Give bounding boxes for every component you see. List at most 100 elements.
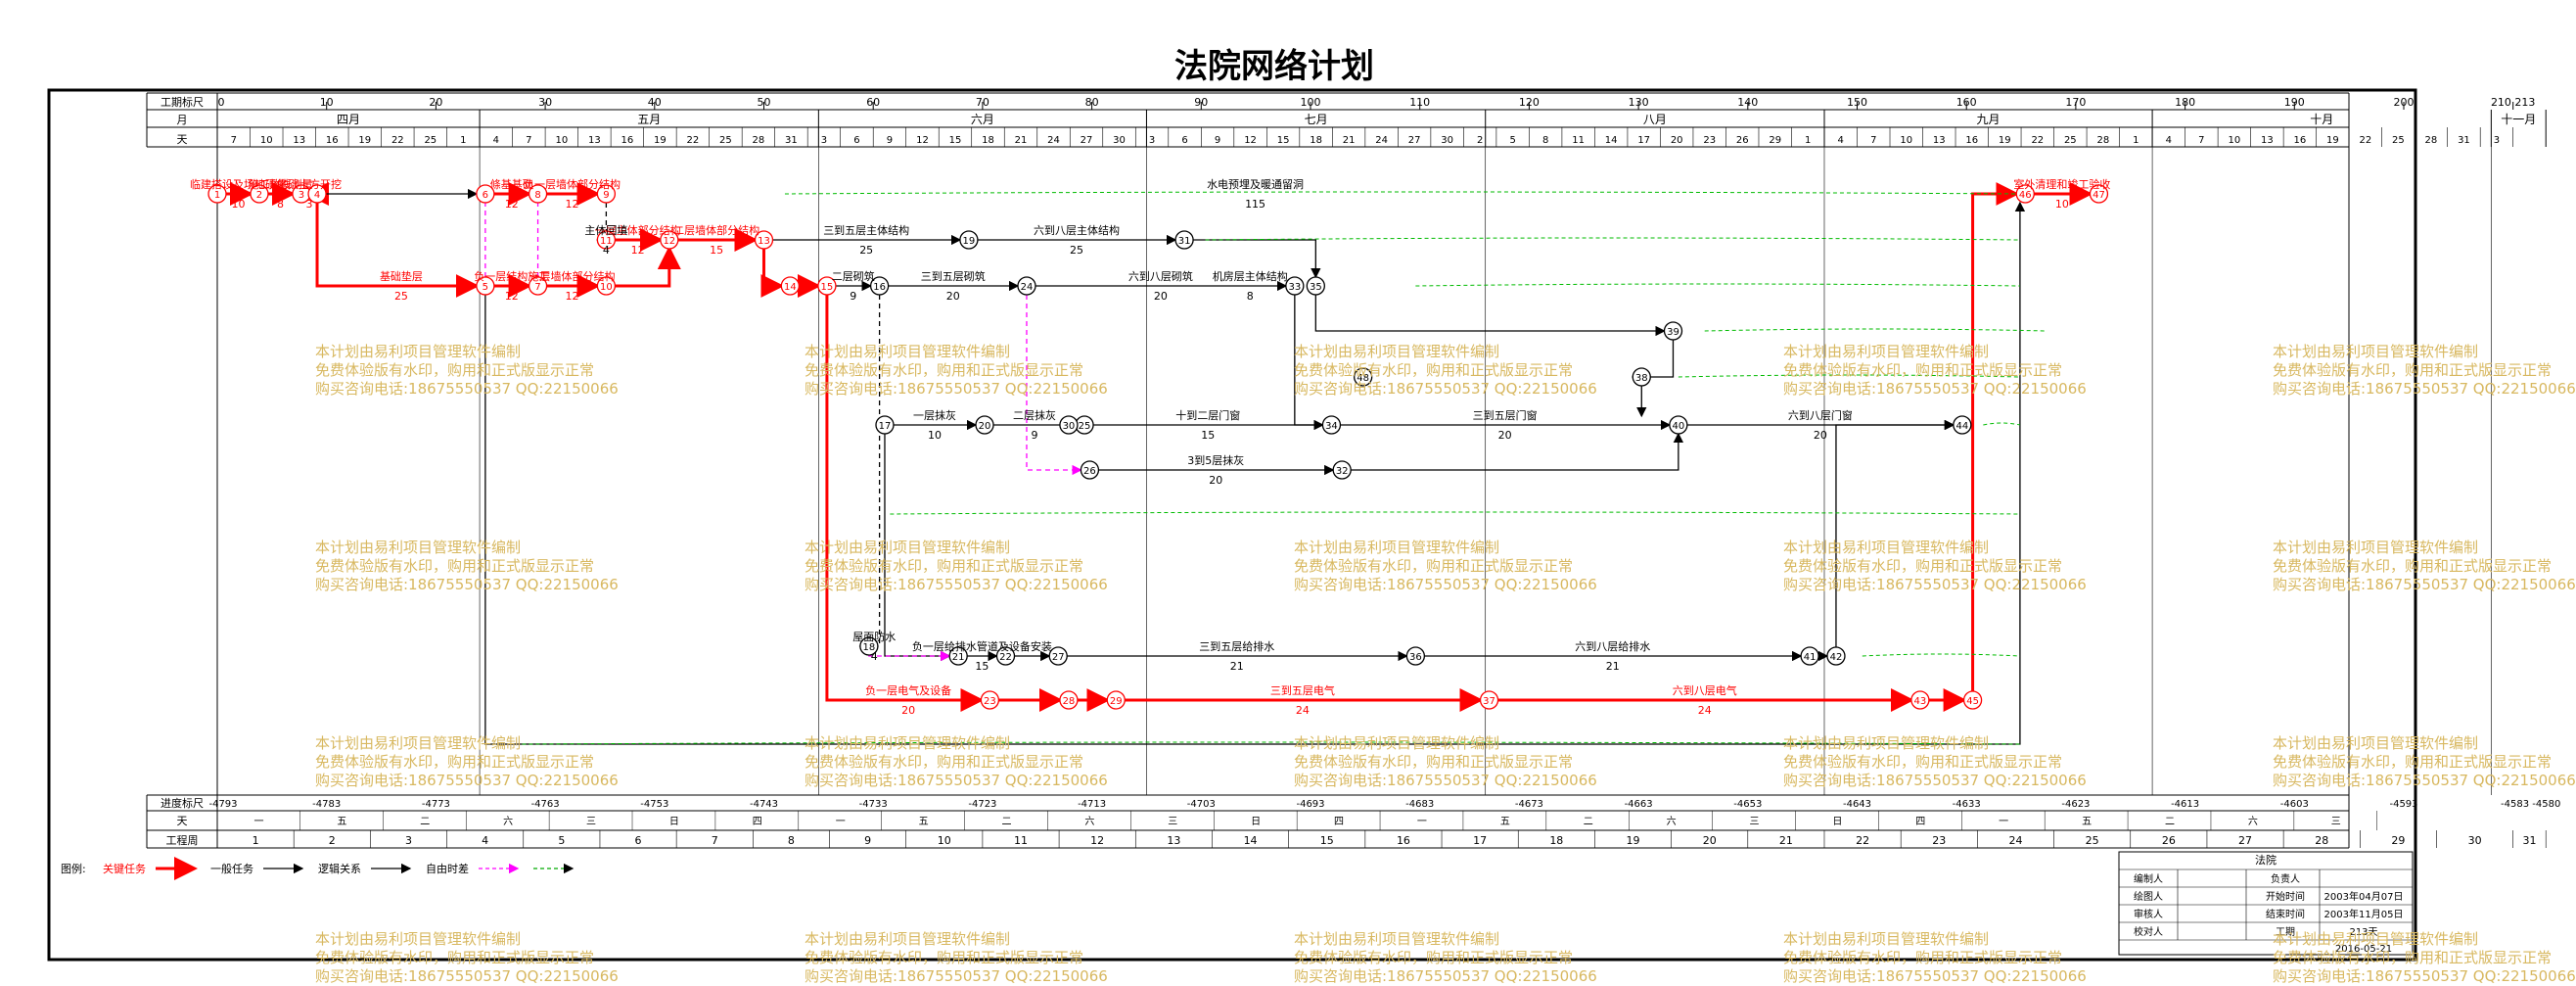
day-label: 23	[1703, 135, 1716, 146]
day-label: 31	[2458, 135, 2470, 146]
legend-label: 逻辑关系	[318, 862, 361, 875]
event-node-number: 41	[1804, 652, 1817, 663]
watermark-line: 免费体验版有水印，购用和正式版显示正常	[805, 557, 1084, 575]
week-label: 13	[1167, 834, 1180, 847]
event-node-number: 6	[483, 190, 488, 201]
info-key: 负责人	[2271, 872, 2300, 885]
activity-duration: 24	[1698, 704, 1712, 717]
scale-tick: -4763	[531, 799, 560, 810]
activity-duration: 3	[305, 198, 312, 211]
event-node-number: 10	[600, 282, 613, 293]
activity-name: 水电预埋及暖通留洞	[1207, 178, 1304, 191]
day-label: 1	[460, 135, 466, 146]
event-node-number: 15	[821, 282, 834, 293]
event-node	[995, 646, 1016, 666]
week-label: 4	[482, 834, 488, 847]
info-key: 开始时间	[2266, 890, 2305, 903]
watermark: 本计划由易利项目管理软件编制免费体验版有水印，购用和正式版显示正常购买咨询电话:…	[805, 734, 1108, 790]
day-label: 15	[949, 135, 962, 146]
day-label: 30	[1441, 135, 1453, 146]
watermark-line: 本计划由易利项目管理软件编制	[315, 930, 522, 948]
activity-name: 负一层电气及设备	[865, 683, 951, 697]
event-node	[660, 230, 679, 250]
event-node	[2089, 184, 2109, 204]
activity-arrow	[475, 188, 486, 277]
day-label: 22	[2360, 135, 2372, 146]
activity-arrow	[1314, 295, 1666, 337]
activity-arrow	[528, 188, 539, 277]
watermark-line: 本计划由易利项目管理软件编制	[1783, 343, 1990, 360]
day-label: 11	[1572, 135, 1585, 146]
weekday-label: 四	[1915, 817, 1925, 827]
activity-name: 一层墙体部分结构	[529, 269, 615, 283]
activity-name: 室外清理和竣工验收	[2013, 177, 2110, 191]
activity-name: 三到五层给排水	[1199, 639, 1274, 653]
event-node	[817, 276, 837, 296]
activity-duration: 25	[394, 290, 408, 303]
week-label: 27	[2238, 834, 2252, 847]
week-label: 9	[864, 834, 871, 847]
scale-tick: -4613	[2171, 799, 2199, 810]
event-node	[1910, 690, 1930, 710]
legend-label: 自由时差	[426, 862, 469, 875]
watermark-line: 购买咨询电话:18675550537 QQ:22150066	[805, 576, 1108, 593]
week-label: 29	[2391, 834, 2405, 847]
scale-tick: -4693	[1296, 799, 1324, 810]
day-label: 31	[785, 135, 798, 146]
event-node-number: 11	[600, 236, 613, 247]
watermark-line: 购买咨询电话:18675550537 QQ:22150066	[315, 576, 619, 593]
day-label: 27	[1408, 135, 1421, 146]
watermark: 本计划由易利项目管理软件编制免费体验版有水印，购用和正式版显示正常购买咨询电话:…	[805, 539, 1108, 594]
watermark-line: 本计划由易利项目管理软件编制	[2273, 343, 2479, 360]
day-label: 4	[1838, 135, 1844, 146]
event-node-number: 43	[1914, 696, 1927, 707]
event-node-number: 35	[1310, 282, 1322, 293]
event-node-number: 14	[784, 282, 797, 293]
day-label: 10	[260, 135, 273, 146]
activity-name: 六到八层砌筑	[1128, 269, 1193, 283]
activity-duration: 20	[1209, 474, 1222, 487]
watermark: 本计划由易利项目管理软件编制免费体验版有水印，购用和正式版显示正常购买咨询电话:…	[2273, 343, 2576, 399]
activity-duration: 12	[631, 244, 645, 257]
event-node-number: 17	[879, 421, 892, 432]
page-title: 法院网络计划	[1174, 47, 1374, 86]
watermark-line: 免费体验版有水印，购用和正式版显示正常	[1783, 949, 2063, 966]
day-label: 13	[1933, 135, 1946, 146]
event-node	[1962, 690, 1983, 710]
day-label: 28	[2096, 135, 2109, 146]
activity-duration: 10	[231, 198, 245, 211]
day-label: 9	[1215, 135, 1220, 146]
scale-tick: -4753	[640, 799, 668, 810]
activity-name: 三到五层门窗	[1473, 408, 1538, 422]
event-node	[1405, 646, 1426, 666]
event-node-number: 9	[603, 190, 609, 201]
event-node-number: 3	[299, 190, 304, 201]
activity-duration: 24	[1296, 704, 1310, 717]
event-node-number: 16	[873, 282, 886, 293]
day-label: 27	[1081, 135, 1093, 146]
activity-duration: 12	[505, 290, 519, 303]
info-key: 结束时间	[2266, 908, 2305, 920]
activity-name: 一层主体部分结构	[595, 223, 681, 237]
scale-tick: -4633	[1953, 799, 1981, 810]
activity-name: 十到二层门窗	[1175, 408, 1240, 422]
day-label: 16	[326, 135, 339, 146]
event-node-number: 48	[1357, 373, 1369, 384]
event-node	[1017, 276, 1036, 296]
day-label: 21	[1343, 135, 1356, 146]
event-node	[1953, 415, 1972, 435]
day-label: 19	[358, 135, 371, 146]
day-label: 26	[1736, 135, 1749, 146]
weekday-label: 六	[503, 816, 513, 827]
month-label: 九月	[1977, 113, 2001, 126]
activity-duration: 20	[1154, 290, 1168, 303]
activity-name: 三到五层砌筑	[921, 269, 986, 283]
day-label: 2	[1477, 135, 1483, 146]
watermark-line: 本计划由易利项目管理软件编制	[805, 539, 1011, 556]
watermark-line: 购买咨询电话:18675550537 QQ:22150066	[805, 967, 1108, 985]
activity-duration: 20	[1498, 429, 1512, 442]
month-label: 十一月	[2501, 113, 2536, 126]
scale-tick: -4593	[2389, 799, 2417, 810]
event-node-number: 23	[984, 696, 996, 707]
watermark-line: 免费体验版有水印，购用和正式版显示正常	[2273, 557, 2553, 575]
